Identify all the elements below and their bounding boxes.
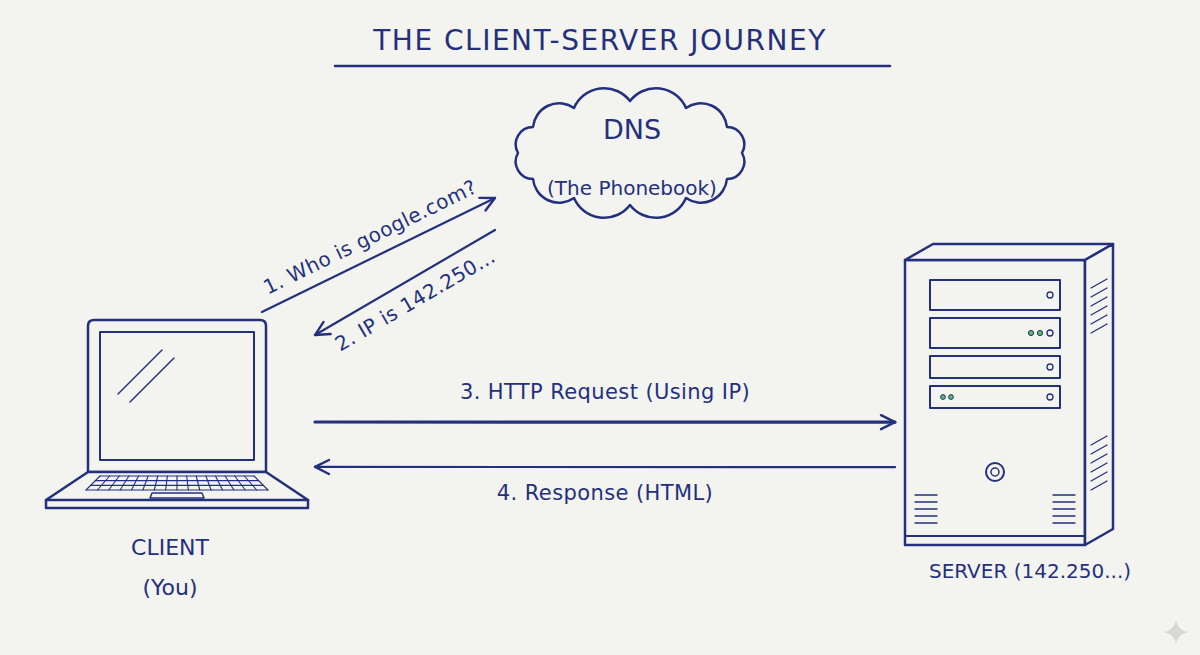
outline-part (1091, 324, 1107, 333)
outline-part (166, 476, 168, 490)
outline-part (109, 476, 120, 490)
outline-part (930, 356, 1060, 378)
outline-part (986, 463, 1004, 481)
outline-part (905, 260, 1085, 545)
outline-part (930, 318, 1060, 348)
outline-part (1091, 297, 1107, 306)
outline-part (1091, 306, 1107, 315)
edge-label: 4. Response (HTML) (497, 481, 713, 505)
connector-arrow (315, 420, 895, 423)
node-outline (895, 240, 1165, 600)
outline-part (46, 472, 308, 500)
outline-part (206, 476, 211, 490)
outline-part (1047, 330, 1053, 336)
outline-part (1053, 522, 1075, 523)
watermark-sparkle (1164, 620, 1188, 644)
outline-part (1085, 244, 1113, 545)
node-outline (495, 78, 770, 238)
outline-part (915, 522, 937, 523)
outline-part (1053, 515, 1075, 516)
outline-part (1053, 508, 1075, 509)
outline-part (1091, 481, 1107, 490)
outline-part (915, 508, 937, 509)
edge-label: 2. IP is 142.250... (331, 244, 500, 356)
outline-part (1047, 394, 1053, 400)
client-laptop: CLIENT (You) (40, 312, 315, 600)
outline-part (1091, 436, 1107, 445)
outline-part (97, 476, 109, 490)
connector-arrow (262, 198, 495, 312)
outline-part (254, 476, 268, 490)
outline-part (216, 476, 223, 490)
outline-part (88, 320, 266, 472)
outline-part (905, 535, 1085, 537)
outline-part (930, 280, 1060, 310)
outline-part (118, 350, 162, 394)
outline-part (154, 476, 158, 490)
node-label: SERVER (142.250...) (895, 558, 1165, 584)
server-tower: SERVER (142.250...) (895, 240, 1165, 600)
outline-part (915, 501, 937, 502)
outline-part (176, 476, 177, 490)
outline-part (187, 476, 189, 490)
outline-part (991, 468, 999, 476)
outline-part (132, 476, 139, 490)
outline-part (915, 494, 937, 495)
outline-part (1091, 288, 1107, 297)
outline-part (1047, 292, 1053, 298)
node-label: CLIENT (You) (110, 528, 230, 608)
outline-part (1047, 364, 1053, 370)
outline-part (1037, 330, 1042, 335)
outline-part (1091, 279, 1107, 288)
dns-cloud: DNS (The Phonebook) (495, 78, 770, 238)
outline-part (46, 500, 308, 508)
node-label: (The Phonebook) (507, 175, 757, 201)
outline-part (196, 476, 200, 490)
title-underline (335, 65, 890, 68)
outline-part (1053, 494, 1075, 495)
connector-arrow (315, 466, 895, 468)
outline-part (1028, 330, 1033, 335)
outline-part (244, 476, 256, 490)
outline-part (930, 386, 1060, 408)
outline-part (905, 244, 1113, 260)
edge-label: 3. HTTP Request (Using IP) (460, 380, 750, 404)
outline-part (941, 395, 946, 400)
outline-part (225, 476, 234, 490)
outline-part (120, 476, 129, 490)
outline-part (130, 358, 174, 402)
outline-part (1053, 501, 1075, 502)
outline-part (1091, 463, 1107, 472)
outline-part (100, 332, 254, 460)
outline-part (949, 395, 954, 400)
outline-part (235, 476, 246, 490)
outline-part (1091, 472, 1107, 481)
outline-part (915, 515, 937, 516)
outline-part (150, 493, 204, 498)
outline-part (1091, 445, 1107, 454)
outline-part (86, 476, 100, 490)
outline-part (143, 476, 148, 490)
node-label: DNS (522, 114, 742, 146)
outline-part (1091, 315, 1107, 324)
diagram-title: THE CLIENT-SERVER JOURNEY (0, 24, 1200, 57)
outline-part (1091, 454, 1107, 463)
